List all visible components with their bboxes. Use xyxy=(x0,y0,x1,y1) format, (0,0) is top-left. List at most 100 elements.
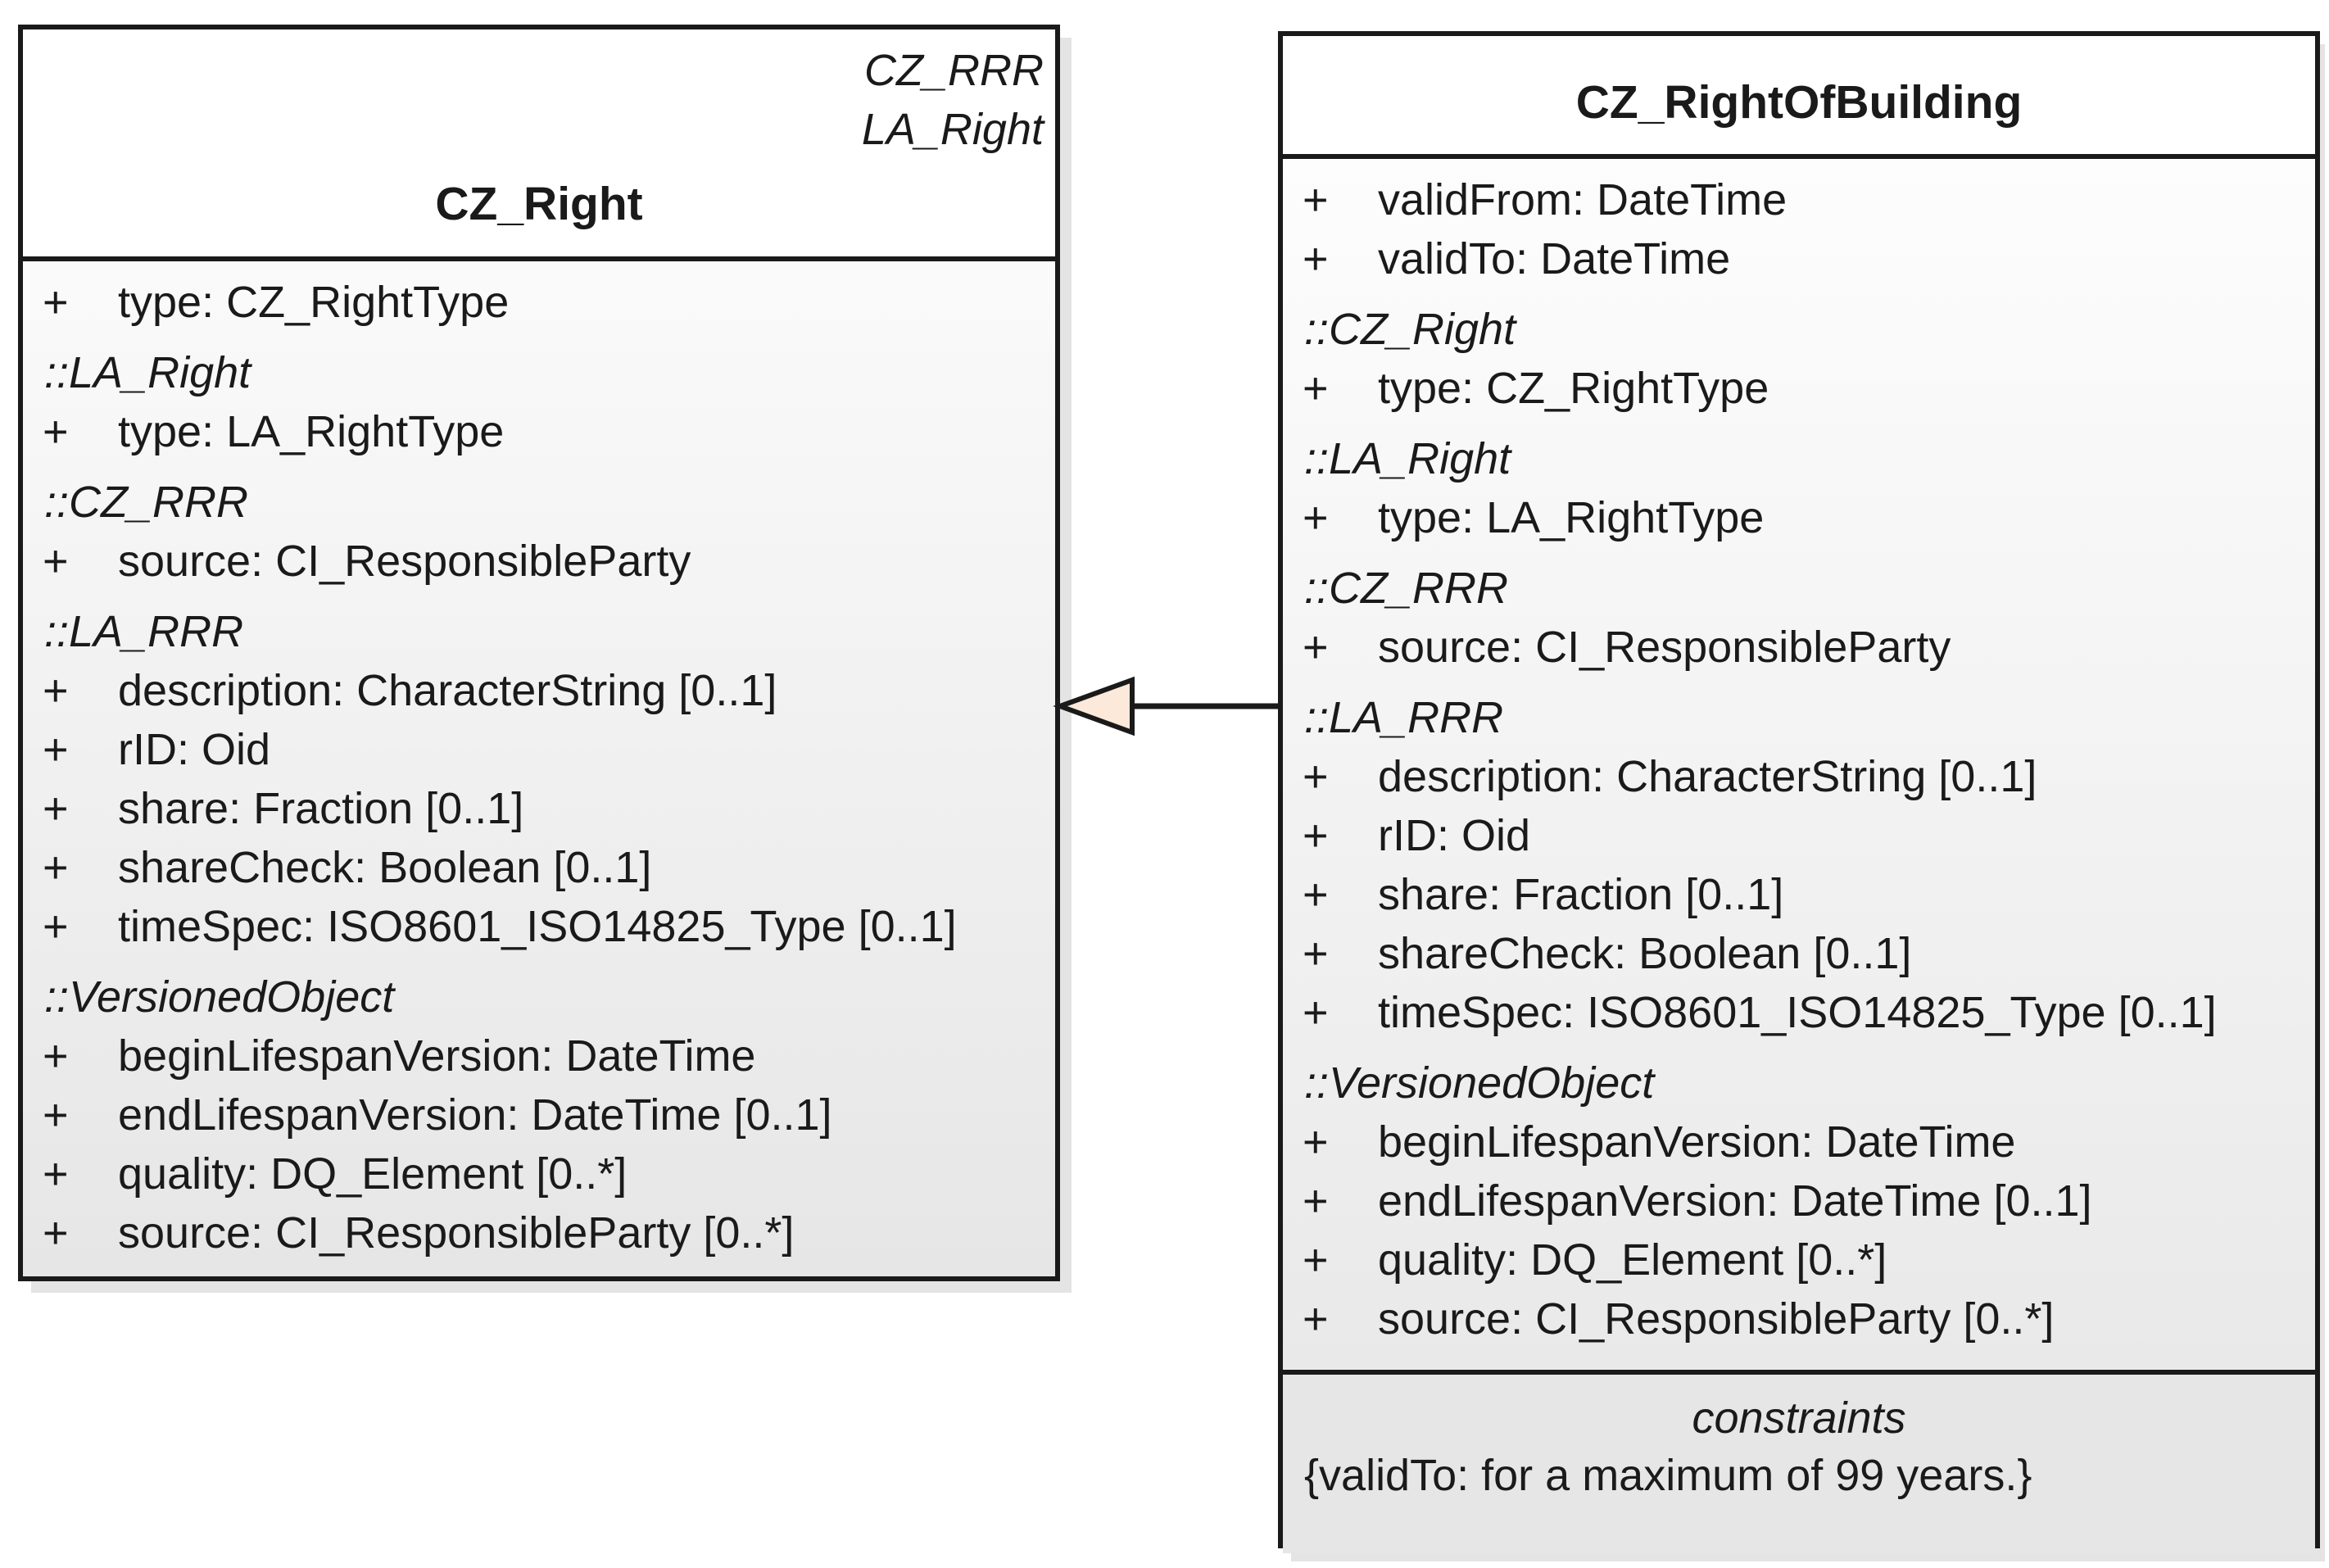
attribute-text: source: CI_ResponsibleParty xyxy=(1378,623,1951,672)
attribute-row[interactable]: + quality: DQ_Element [0..*] xyxy=(1283,1230,2315,1289)
visibility-marker: + xyxy=(43,784,69,833)
visibility-marker: + xyxy=(1303,623,1329,672)
visibility-marker: + xyxy=(1303,752,1329,801)
visibility-marker: + xyxy=(1303,234,1329,283)
visibility-marker: + xyxy=(1303,493,1329,542)
constraint-text: {validTo: for a maximum of 99 years.} xyxy=(1304,1451,2032,1500)
class-name: CZ_Right xyxy=(435,178,643,230)
visibility-marker: + xyxy=(43,278,69,327)
attribute-text: timeSpec: ISO8601_ISO14825_Type [0..1] xyxy=(1378,988,2217,1037)
visibility-marker: + xyxy=(1303,1235,1329,1285)
class-name: CZ_RightOfBuilding xyxy=(1575,76,2023,129)
attribute-row[interactable]: + endLifespanVersion: DateTime [0..1] xyxy=(23,1085,1055,1144)
stereotype-list: CZ_RRR LA_Right xyxy=(862,41,1044,159)
inherited-group-heading: ::VersionedObject xyxy=(1304,1058,1655,1108)
attribute-row[interactable]: + rID: Oid xyxy=(23,720,1055,779)
attribute-compartment: +validFrom: DateTime+validTo: DateTime::… xyxy=(1283,159,2315,1370)
attribute-row[interactable]: + description: CharacterString [0..1] xyxy=(23,661,1055,720)
attribute-row[interactable]: + timeSpec: ISO8601_ISO14825_Type [0..1] xyxy=(1283,983,2315,1042)
attribute-compartment: +type: CZ_RightType::LA_Right+type: LA_R… xyxy=(23,261,1055,1262)
inherited-group-heading: ::LA_Right xyxy=(1304,434,1511,483)
attribute-text: beginLifespanVersion: DateTime xyxy=(118,1031,756,1081)
attribute-row[interactable]: + type: LA_RightType xyxy=(23,402,1055,461)
inherited-group-heading: ::CZ_RRR xyxy=(44,478,249,527)
visibility-marker: + xyxy=(43,666,69,715)
visibility-marker: + xyxy=(1303,870,1329,919)
attribute-row[interactable]: + type: CZ_RightType xyxy=(23,273,1055,332)
attribute-text: validFrom: DateTime xyxy=(1378,175,1788,224)
visibility-marker: + xyxy=(43,1208,69,1258)
attribute-text: type: CZ_RightType xyxy=(1378,364,1769,413)
class-header: CZ_RightOfBuilding xyxy=(1283,36,2315,159)
attribute-text: shareCheck: Boolean [0..1] xyxy=(1378,929,1912,978)
visibility-marker: + xyxy=(43,1149,69,1199)
inherited-group-heading: ::VersionedObject xyxy=(44,972,395,1022)
visibility-marker: + xyxy=(1303,988,1329,1037)
stereotype: CZ_RRR xyxy=(863,46,1044,95)
visibility-marker: + xyxy=(43,407,69,456)
visibility-marker: + xyxy=(1303,811,1329,860)
attribute-text: share: Fraction [0..1] xyxy=(1378,870,1784,919)
stereotype: LA_Right xyxy=(861,105,1044,154)
attribute-text: endLifespanVersion: DateTime [0..1] xyxy=(118,1090,832,1140)
attribute-row[interactable]: + validFrom: DateTime xyxy=(1283,170,2315,229)
attribute-row[interactable]: +source: CI_ResponsibleParty [0..*] xyxy=(23,1203,1055,1262)
visibility-marker: + xyxy=(1303,929,1329,978)
attribute-text: type: LA_RightType xyxy=(1378,493,1765,542)
inherited-group-heading: ::LA_RRR xyxy=(1304,693,1504,742)
attribute-text: validTo: DateTime xyxy=(1378,234,1731,283)
attribute-text: quality: DQ_Element [0..*] xyxy=(118,1149,628,1199)
attribute-row[interactable]: + beginLifespanVersion: DateTime xyxy=(1283,1113,2315,1171)
visibility-marker: + xyxy=(43,537,69,586)
attribute-row[interactable]: + description: CharacterString [0..1] xyxy=(1283,747,2315,806)
class-cz-right-of-building[interactable]: CZ_RightOfBuilding +validFrom: DateTime+… xyxy=(1278,31,2320,1553)
attribute-row[interactable]: + timeSpec: ISO8601_ISO14825_Type [0..1] xyxy=(23,897,1055,956)
attribute-row[interactable]: + shareCheck: Boolean [0..1] xyxy=(23,838,1055,897)
attribute-text: description: CharacterString [0..1] xyxy=(118,666,777,715)
attribute-row[interactable]: + validTo: DateTime xyxy=(1283,229,2315,288)
attribute-row[interactable]: + share: Fraction [0..1] xyxy=(1283,865,2315,924)
attribute-text: rID: Oid xyxy=(118,725,271,774)
attribute-text: shareCheck: Boolean [0..1] xyxy=(118,843,652,892)
attribute-text: quality: DQ_Element [0..*] xyxy=(1378,1235,1887,1285)
visibility-marker: + xyxy=(43,725,69,774)
inherited-group-heading: ::LA_Right xyxy=(44,348,251,397)
attribute-row[interactable]: + rID: Oid xyxy=(1283,806,2315,865)
attribute-row[interactable]: + endLifespanVersion: DateTime [0..1] xyxy=(1283,1171,2315,1230)
attribute-text: endLifespanVersion: DateTime [0..1] xyxy=(1378,1176,2092,1226)
constraints-heading: constraints xyxy=(1692,1394,1906,1443)
attribute-row[interactable]: +source: CI_ResponsibleParty xyxy=(23,532,1055,591)
attribute-text: description: CharacterString [0..1] xyxy=(1378,752,2037,801)
attribute-text: type: LA_RightType xyxy=(118,407,505,456)
attribute-row[interactable]: + beginLifespanVersion: DateTime xyxy=(23,1026,1055,1085)
inherited-group-heading: ::CZ_RRR xyxy=(1304,564,1509,613)
attribute-row[interactable]: +source: CI_ResponsibleParty [0..*] xyxy=(1283,1289,2315,1348)
attribute-row[interactable]: + source: CI_ResponsibleParty xyxy=(1283,618,2315,677)
constraints-compartment: constraints {validTo: for a maximum of 9… xyxy=(1283,1370,2315,1553)
visibility-marker: + xyxy=(1303,1294,1329,1344)
visibility-marker: + xyxy=(43,1031,69,1081)
visibility-marker: + xyxy=(43,1090,69,1140)
inherited-group-heading: ::CZ_Right xyxy=(1304,305,1516,354)
visibility-marker: + xyxy=(1303,1117,1329,1167)
attribute-text: share: Fraction [0..1] xyxy=(118,784,524,833)
attribute-row[interactable]: + quality: DQ_Element [0..*] xyxy=(23,1144,1055,1203)
visibility-marker: + xyxy=(1303,364,1329,413)
visibility-marker: + xyxy=(1303,175,1329,224)
attribute-row[interactable]: + shareCheck: Boolean [0..1] xyxy=(1283,924,2315,983)
attribute-row[interactable]: + type: LA_RightType xyxy=(1283,488,2315,547)
visibility-marker: + xyxy=(1303,1176,1329,1226)
attribute-text: timeSpec: ISO8601_ISO14825_Type [0..1] xyxy=(118,902,957,951)
attribute-row[interactable]: + share: Fraction [0..1] xyxy=(23,779,1055,838)
class-header: CZ_RRR LA_Right CZ_Right xyxy=(23,29,1055,261)
inherited-group-heading: ::LA_RRR xyxy=(44,607,244,656)
visibility-marker: + xyxy=(43,902,69,951)
attribute-text: rID: Oid xyxy=(1378,811,1531,860)
generalization-arrowhead xyxy=(1053,676,1135,736)
attribute-row[interactable]: + type: CZ_RightType xyxy=(1283,359,2315,418)
class-cz-right[interactable]: CZ_RRR LA_Right CZ_Right + type: CZ_Right… xyxy=(18,25,1060,1281)
visibility-marker: + xyxy=(43,843,69,892)
attribute-text: beginLifespanVersion: DateTime xyxy=(1378,1117,2016,1167)
attribute-text: type: CZ_RightType xyxy=(118,278,510,327)
